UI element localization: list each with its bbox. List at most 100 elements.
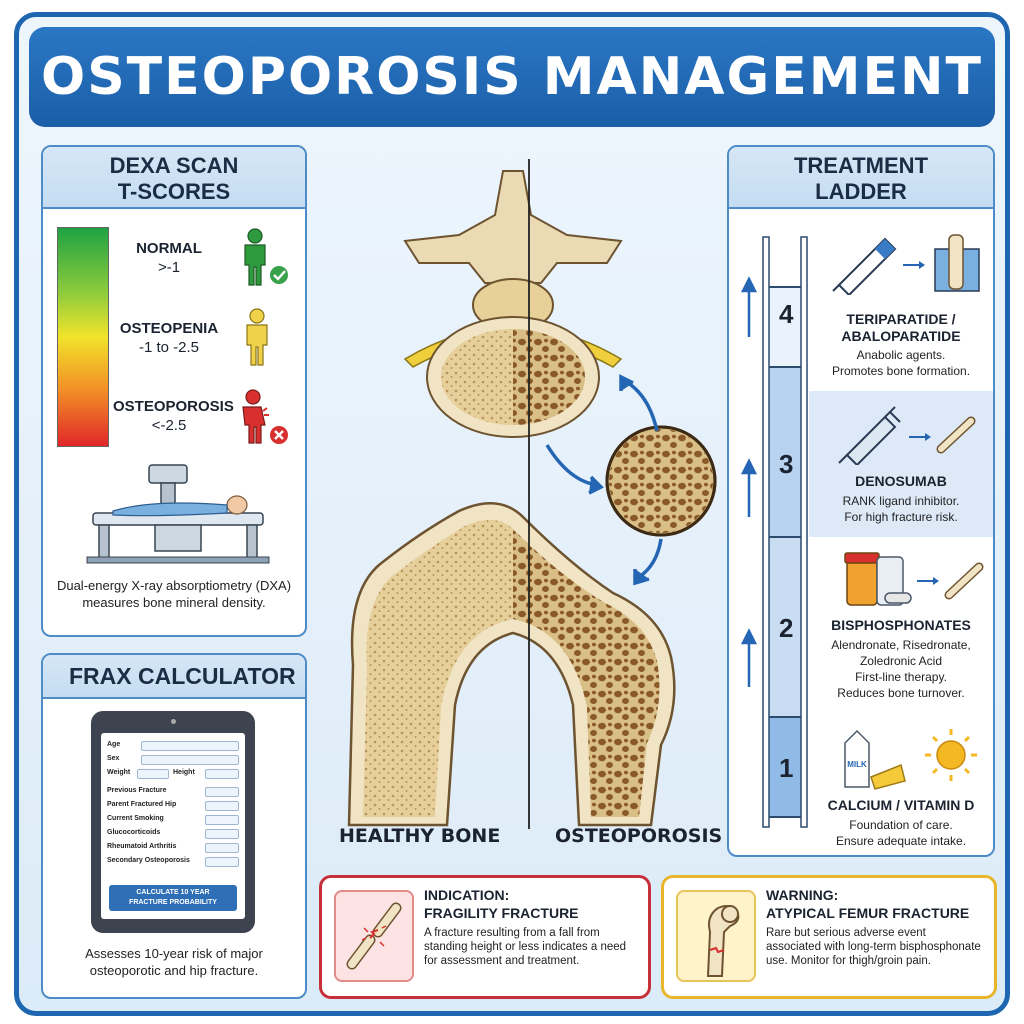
tier-1-desc-line2: Ensure adequate intake. [835,834,967,848]
tier-4-name-line2: ABALOPARATIDE [841,328,961,344]
tier-3-desc-line1: RANK ligand inhibitor. [842,494,960,508]
calculate-button-line1: CALCULATE 10 YEAR [136,889,210,896]
bone-comparison-illustration [347,159,717,829]
title-bar: OSTEOPOROSIS MANAGEMENT [29,27,995,127]
frax-input-weight[interactable] [137,769,169,779]
frax-form: Age Sex Weight Height Previous Fracture … [101,733,245,919]
tier-1 [809,713,993,853]
tier-4-name-line1: TERIPARATIDE / [846,311,956,327]
warning-title-line1: WARNING: [766,887,839,903]
pill-bottle-icon [844,552,984,606]
frax-field-glucocorticoids: Glucocorticoids [107,829,161,836]
infographic-frame: OSTEOPOROSIS MANAGEMENT DEXA SCAN T-SCOR… [14,12,1010,1016]
tier-1-desc: Foundation of care. Ensure adequate inta… [809,817,993,849]
frax-description: Assesses 10-year risk of major osteoporo… [85,946,263,978]
level-normal: NORMAL >-1 [113,239,225,277]
t-score-gradient-bar [57,227,109,447]
frax-panel: FRAX CALCULATOR Age Sex Weight Height Pr… [41,653,307,999]
frax-field-rheumatoid-arthritis: Rheumatoid Arthritis [107,843,177,850]
calculate-button[interactable]: CALCULATE 10 YEAR FRACTURE PROBABILITY [109,885,237,911]
indication-text: A fracture resulting from a fall from st… [424,927,627,967]
level-osteoporosis: OSTEOPOROSIS <-2.5 [113,397,234,435]
frax-field-sex: Sex [107,755,120,762]
tier-4-desc-line1: Anabolic agents. [856,348,946,362]
frax-input-glucocorticoids[interactable] [205,829,239,839]
frax-field-height: Height [173,769,195,776]
femur [347,502,676,827]
tier-3 [809,391,993,537]
frax-input-parent-fractured-hip[interactable] [205,801,239,811]
syringe-icon [838,406,976,465]
frax-input-age[interactable] [141,741,239,751]
tier-3-desc: RANK ligand inhibitor. For high fracture… [809,493,993,525]
tier-3-name: DENOSUMAB [855,473,947,489]
warning-title-line2: ATYPICAL FEMUR FRACTURE [766,905,970,921]
fractured-bone-icon [334,890,414,982]
calculate-button-line2: FRACTURE PROBABILITY [129,899,217,906]
warning-text: Rare but serious adverse event associate… [766,927,981,967]
osteopenia-person-icon [246,308,268,366]
level-normal-name: NORMAL [136,240,202,257]
tier-4-desc-line2: Promotes bone formation. [831,364,971,378]
normal-person-icon [244,228,288,286]
milk-carton-label: MILK [847,760,867,769]
osteoporosis-caption: OSTEOPOROSIS [555,825,723,847]
ladder-heading-line2: LADDER [815,179,907,204]
frax-field-age: Age [107,741,121,748]
indication-title: INDICATION: FRAGILITY FRACTURE [424,886,579,922]
frax-input-secondary-osteoporosis[interactable] [205,857,239,867]
tier-2-desc-line2: Zoledronic Acid [859,654,943,668]
level-osteopenia: OSTEOPENIA -1 to -2.5 [113,319,225,357]
step-3-number: 3 [779,449,794,479]
tier-4-desc: Anabolic agents. Promotes bone formation… [809,347,993,379]
level-osteopenia-name: OSTEOPENIA [119,320,219,337]
indication-title-line2: FRAGILITY FRACTURE [424,905,579,921]
tier-4-name: TERIPARATIDE / ABALOPARATIDE [809,311,993,345]
tier-2-name: BISPHOSPHONATES [831,617,971,633]
tier-2-desc-line1: Alendronate, Risedronate, [831,638,971,652]
dexa-heading-line1: DEXA SCAN [109,153,239,178]
frax-field-secondary-osteoporosis: Secondary Osteoporosis [107,857,190,864]
indication-box: INDICATION: FRAGILITY FRACTURE A fractur… [319,875,651,999]
tier-1-name: CALCIUM / VITAMIN D [827,797,975,813]
indication-title-line1: INDICATION: [424,887,510,903]
frax-field-previous-fracture: Previous Fracture [107,787,167,794]
tier-2-desc: Alendronate, Risedronate, Zoledronic Aci… [809,637,993,701]
frax-field-parent-fractured-hip: Parent Fractured Hip [107,801,177,808]
dexa-panel: DEXA SCAN T-SCORES NORMAL >-1 OSTEOPENIA… [41,145,307,637]
level-normal-value: >-1 [157,259,181,276]
level-osteopenia-value: -1 to -2.5 [138,339,200,356]
tier-3-desc-line2: For high fracture risk. [844,510,958,524]
dexa-description: Dual-energy X-ray absorptiometry (DXA) m… [56,578,292,610]
magnify-arrows [545,374,663,586]
tier-2-desc-line4: Reduces bone turnover. [837,686,965,700]
frax-input-previous-fracture[interactable] [205,787,239,797]
treatment-ladder-panel: TREATMENT LADDER [727,145,995,857]
vertebra [403,170,623,438]
osteoporosis-person-icon [242,389,288,444]
dexa-scanner-illustration [86,464,270,564]
frax-input-sex[interactable] [141,755,239,765]
ladder-illustration [740,236,808,828]
ladder-heading-line1: TREATMENT [793,153,929,178]
tablet-illustration: Age Sex Weight Height Previous Fracture … [91,711,255,933]
injection-pen-icon [832,234,980,295]
frax-input-current-smoking[interactable] [205,815,239,825]
level-osteoporosis-value: <-2.5 [151,417,187,434]
tablet-camera [171,719,176,724]
frax-input-height[interactable] [205,769,239,779]
dexa-heading: DEXA SCAN T-SCORES [43,147,305,209]
level-osteoporosis-name: OSTEOPOROSIS [113,398,234,415]
step-1-number: 1 [779,753,794,783]
femur-fracture-icon [676,890,756,982]
warning-box: WARNING: ATYPICAL FEMUR FRACTURE Rare bu… [661,875,997,999]
calcium-vitamin-d-icon: MILK [844,729,977,790]
tier-1-desc-line1: Foundation of care. [849,818,953,832]
warning-title: WARNING: ATYPICAL FEMUR FRACTURE [766,886,969,922]
page-title: OSTEOPOROSIS MANAGEMENT [41,47,983,107]
frax-heading: FRAX CALCULATOR [43,655,305,699]
frax-input-rheumatoid-arthritis[interactable] [205,843,239,853]
magnified-bone-detail [605,425,717,537]
frax-field-current-smoking: Current Smoking [107,815,164,822]
ladder-heading: TREATMENT LADDER [729,147,993,209]
